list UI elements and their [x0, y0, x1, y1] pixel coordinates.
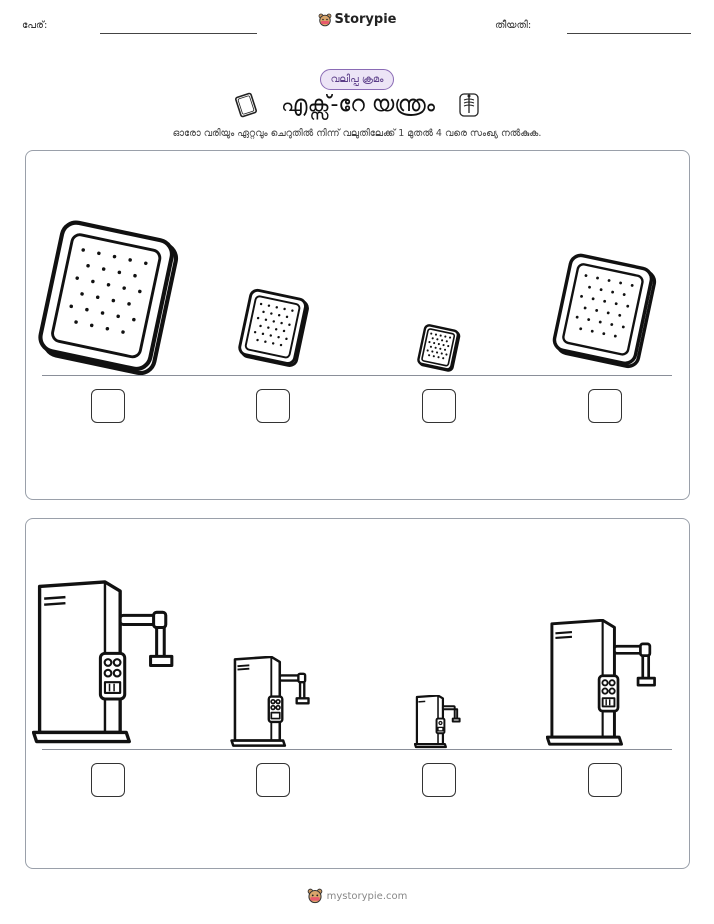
skeleton-icon: [457, 92, 481, 118]
storypie-bear-icon: [318, 13, 332, 27]
worksheet-tag: വലിപ്പ ക്രമം: [0, 67, 714, 90]
xray-machine-2: [230, 656, 316, 749]
name-label: പേര്:: [22, 20, 48, 31]
answer-box-machine-4[interactable]: [588, 763, 622, 797]
xray-film-3: [413, 324, 465, 372]
answer-box-film-4[interactable]: [588, 389, 622, 423]
brand-logo: Storypie: [0, 12, 714, 27]
xray-film-4: [544, 252, 666, 370]
answer-box-film-2[interactable]: [256, 389, 290, 423]
xray-machine-4: [546, 619, 664, 749]
row-baseline-films: [42, 375, 672, 376]
instruction-text: ഓരോ വരിയും ഏറ്റവും ചെറുതിൽ നിന്ന് വലുതില…: [172, 128, 542, 139]
date-label: തീയതി:: [495, 20, 532, 31]
answer-box-machine-2[interactable]: [256, 763, 290, 797]
name-field-line[interactable]: [100, 33, 257, 34]
worksheet-title: എക്സ്-റേ യന്ത്രം: [0, 92, 714, 118]
xray-machine-1: [32, 580, 184, 748]
xray-film-icon: [233, 92, 259, 118]
brand-name: Storypie: [334, 12, 397, 27]
answer-box-machine-3[interactable]: [422, 763, 456, 797]
xray-film-2: [230, 288, 318, 368]
answer-box-machine-1[interactable]: [91, 763, 125, 797]
storypie-bear-icon: [307, 888, 323, 904]
xray-machine-3: [414, 695, 464, 749]
footer-url[interactable]: mystorypie.com: [326, 891, 408, 902]
footer: mystorypie.com: [0, 888, 714, 904]
title-text: എക്സ്-റേ യന്ത്രം: [281, 92, 435, 117]
answer-box-film-1[interactable]: [91, 389, 125, 423]
xray-film-1: [28, 218, 190, 378]
date-field-line[interactable]: [567, 33, 691, 34]
row-baseline-machines: [42, 749, 672, 750]
answer-box-film-3[interactable]: [422, 389, 456, 423]
